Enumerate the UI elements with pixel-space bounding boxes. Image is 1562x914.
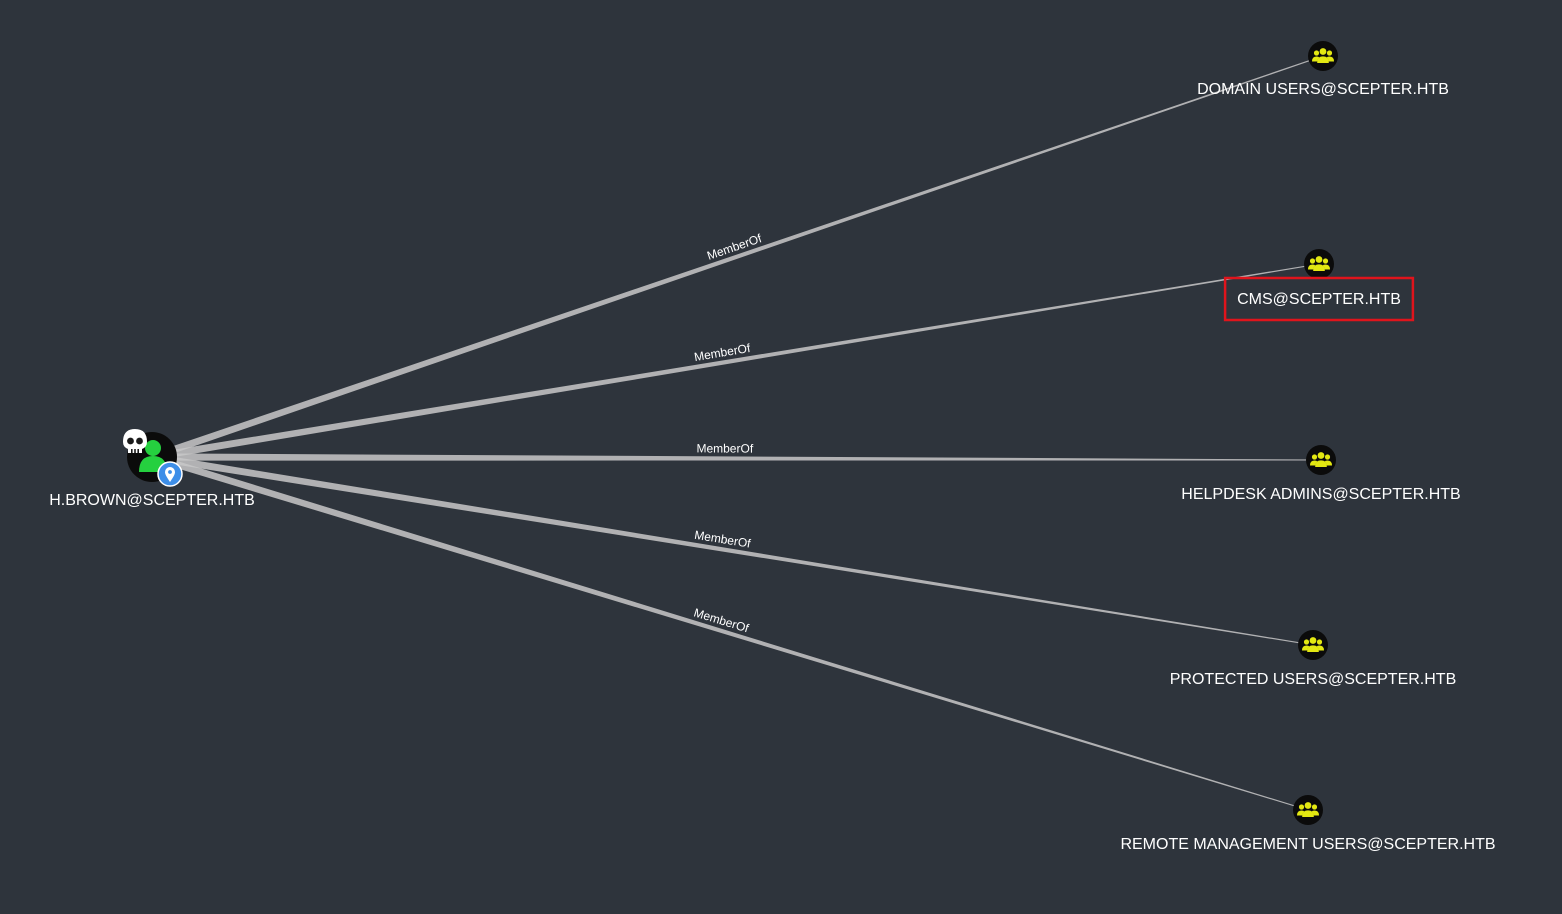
group-node-remote-management-users-scepter-htb[interactable]: REMOTE MANAGEMENT USERS@SCEPTER.HTB xyxy=(1120,795,1496,853)
node-label: CMS@SCEPTER.HTB xyxy=(1237,291,1401,308)
edge-memberof-helpdesk-admins-scepter-htb[interactable] xyxy=(152,453,1321,461)
group-icon xyxy=(1298,630,1328,660)
highlight-box xyxy=(1223,276,1415,322)
node-label: PROTECTED USERS@SCEPTER.HTB xyxy=(1170,671,1457,688)
group-node-helpdesk-admins-scepter-htb[interactable]: HELPDESK ADMINS@SCEPTER.HTB xyxy=(1181,445,1461,503)
location-pin-icon xyxy=(157,461,183,487)
edge-memberof-domain-users-scepter-htb[interactable] xyxy=(150,55,1324,461)
group-icon xyxy=(1308,41,1338,71)
node-label: HELPDESK ADMINS@SCEPTER.HTB xyxy=(1181,486,1460,503)
edge-memberof-cms-scepter-htb[interactable] xyxy=(151,263,1320,461)
group-icon xyxy=(1293,795,1323,825)
group-icon xyxy=(1304,249,1334,279)
group-node-cms-scepter-htb[interactable]: CMS@SCEPTER.HTB xyxy=(1223,249,1415,322)
nodes: DOMAIN USERS@SCEPTER.HTB CMS@SCEPTER.HTB H… xyxy=(49,41,1496,853)
edge-label: MemberOf xyxy=(696,441,753,455)
node-label: REMOTE MANAGEMENT USERS@SCEPTER.HTB xyxy=(1120,836,1495,853)
group-icon xyxy=(1306,445,1336,475)
user-node-h-brown-scepter-htb[interactable]: H.BROWN@SCEPTER.HTB xyxy=(49,429,255,509)
group-node-protected-users-scepter-htb[interactable]: PROTECTED USERS@SCEPTER.HTB xyxy=(1170,630,1457,688)
group-node-domain-users-scepter-htb[interactable]: DOMAIN USERS@SCEPTER.HTB xyxy=(1197,41,1449,98)
edge-memberof-protected-users-scepter-htb[interactable] xyxy=(151,453,1314,646)
node-label: H.BROWN@SCEPTER.HTB xyxy=(49,492,255,509)
edge-memberof-remote-management-users-scepter-htb[interactable] xyxy=(150,453,1309,811)
skull-icon xyxy=(123,429,147,453)
node-label: DOMAIN USERS@SCEPTER.HTB xyxy=(1197,81,1449,98)
